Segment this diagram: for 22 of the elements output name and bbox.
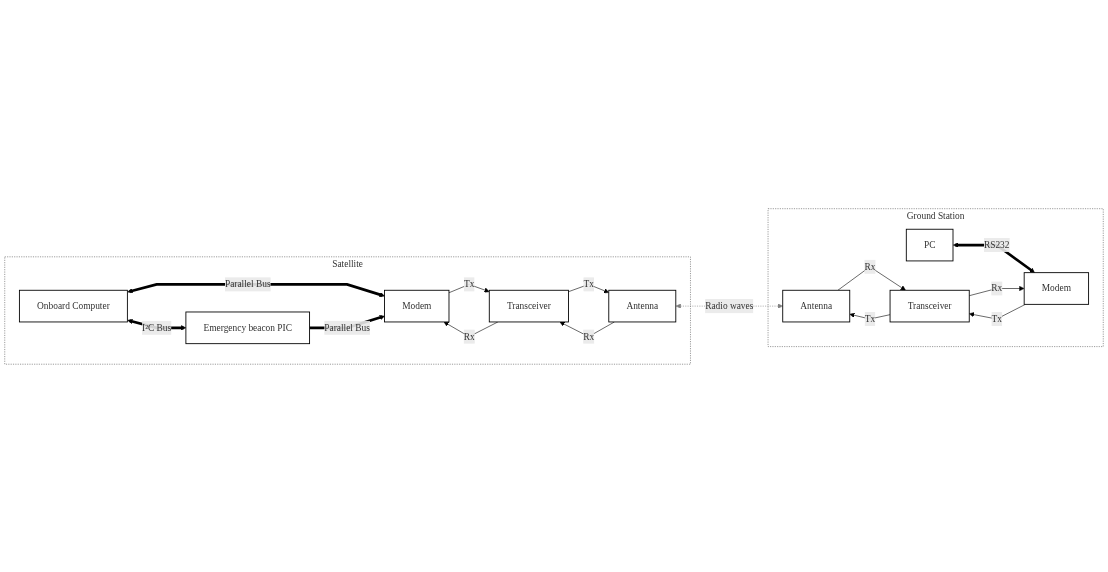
node-box: Transceiver <box>889 289 970 322</box>
node-box: Modem <box>1023 271 1090 305</box>
edge-label: Rx <box>991 282 1003 293</box>
edge-label: Tx <box>583 278 594 289</box>
node-box: Antenna <box>782 289 851 322</box>
edge-label: Tx <box>463 278 475 289</box>
edge-label: Rx <box>583 330 595 341</box>
node-box: Antenna <box>608 289 677 322</box>
edge-label: Tx <box>864 313 876 324</box>
node-box: Emergency beacon PIC <box>185 311 310 344</box>
edge-label: Parallel Bus <box>324 322 370 333</box>
node-box: PC <box>905 228 954 261</box>
edge-label: RS232 <box>983 239 1010 250</box>
edge-label: Radio waves <box>705 300 754 311</box>
node-box: Transceiver <box>488 289 569 322</box>
node-box: Modem <box>384 289 450 322</box>
node-box: Onboard Computer <box>18 289 128 322</box>
edge-label: Rx <box>864 261 876 272</box>
edge-label: I²C Bus <box>142 322 172 333</box>
edge-label: Rx <box>463 330 475 341</box>
edge-label: Tx <box>991 313 1002 324</box>
edge-label: Parallel Bus <box>224 278 271 289</box>
